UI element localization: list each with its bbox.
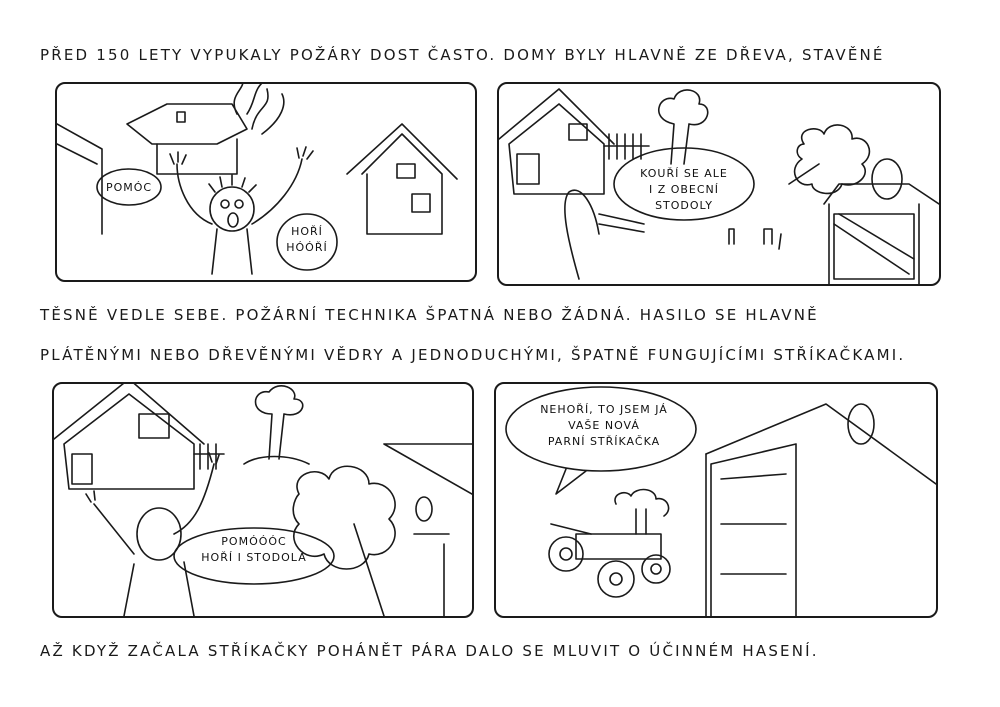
panel-2-drawing [499, 88, 939, 284]
caption-line-4: Až když začala stříkačky pohánět pára da… [40, 642, 819, 660]
bubble-steam-engine: Nehoří, to jsem já vaše nová parní střík… [511, 402, 697, 450]
panel-3: Pomóóóc hoří i stodola [52, 382, 474, 618]
panel-1: Pomóc Hoří hóóří [55, 82, 477, 282]
bubble-steam-engine-line-1: Nehoří, to jsem já [540, 403, 668, 416]
bubble-help: Pomóc [105, 181, 153, 194]
caption-line-2: těsně vedle sebe. Požární technika špatn… [40, 306, 819, 324]
panel-3-drawing [54, 384, 472, 616]
bubble-smoke-line-3: stodoly [655, 199, 713, 212]
caption-line-3: plátěnými nebo dřevěnými vědry a jednodu… [40, 346, 906, 364]
bubble-help-barn-line-2: hoří i stodola [201, 551, 307, 564]
bubble-steam-engine-line-2: vaše nová [568, 419, 640, 432]
bubble-fire-line-2: hóóří [286, 241, 328, 254]
panel-2: Kouří se ale i z obecní stodoly [497, 82, 941, 286]
panel-4-drawing [505, 386, 936, 616]
bubble-fire-line-1: Hoří [291, 225, 323, 238]
bubble-steam-engine-line-3: parní stříkačka [547, 435, 661, 448]
bubble-smoke: Kouří se ale i z obecní stodoly [617, 166, 751, 214]
bubble-smoke-line-1: Kouří se ale [640, 167, 728, 180]
caption-line-1: Před 150 lety vypukaly požáry dost často… [40, 46, 885, 64]
bubble-fire: Hoří hóóří [279, 224, 335, 256]
bubble-smoke-line-2: i z obecní [648, 183, 720, 196]
panel-4: Nehoří, to jsem já vaše nová parní střík… [494, 382, 938, 618]
panel-1-drawing [57, 84, 458, 275]
bubble-help-barn: Pomóóóc hoří i stodola [180, 534, 328, 566]
bubble-help-barn-line-1: Pomóóóc [221, 535, 287, 548]
